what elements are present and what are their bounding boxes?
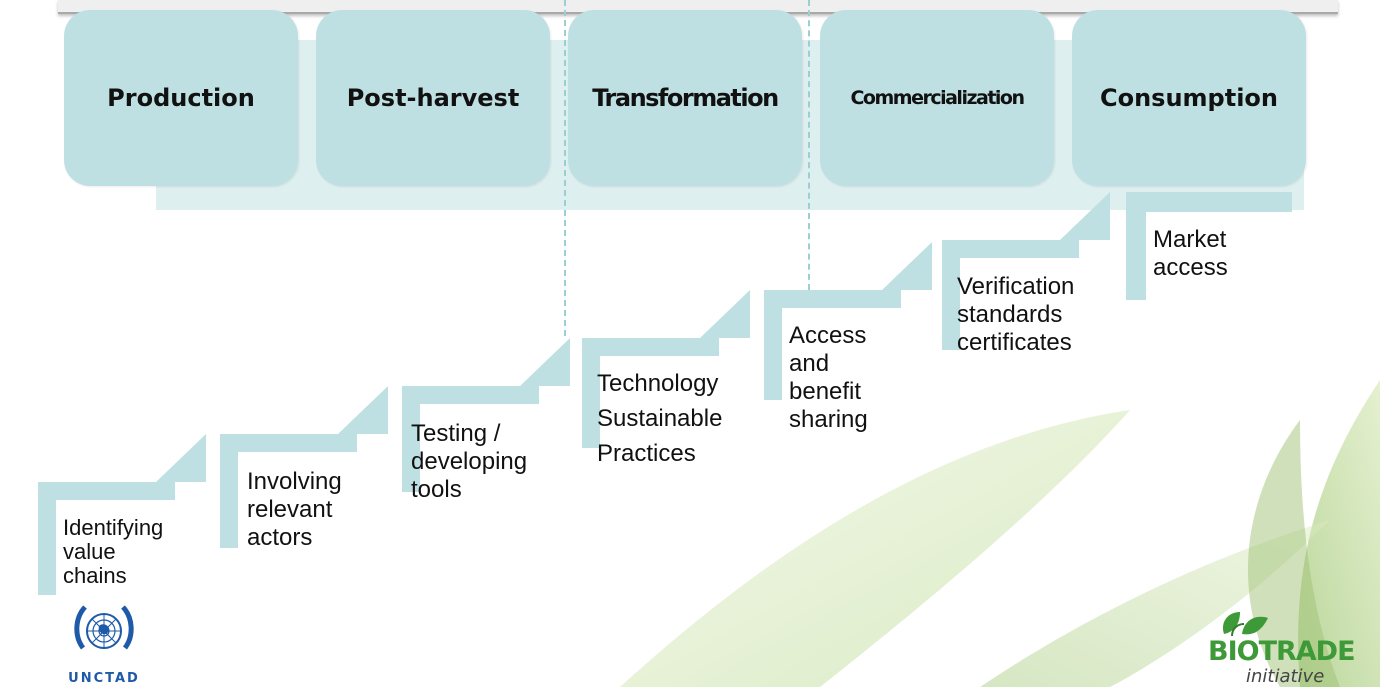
step-arrow-4: [582, 290, 750, 448]
step-arrow-7: [1126, 192, 1292, 300]
divider-dashed-2: [808, 0, 810, 290]
stage-label: Consumption: [1099, 84, 1279, 112]
step-label-involving-relevant-actors: Involving relevant actors: [247, 468, 342, 551]
unctad-logo: UNCTAD: [56, 598, 152, 687]
stage-label: Production: [107, 84, 255, 112]
divider-dashed-1: [564, 0, 566, 336]
step-arrow-6: [942, 192, 1110, 350]
stage-label: Transformation: [592, 84, 779, 112]
leaf-shape-2: [1298, 380, 1380, 687]
leaves-icon: [1222, 612, 1268, 637]
leaf-shape-4: [1247, 420, 1340, 687]
biotrade-wordmark: BIOTRADE: [1208, 636, 1356, 667]
step-arrow-1: [38, 434, 206, 595]
step-label-technology-sustainable-practices: Technology Sustainable Practices: [597, 370, 723, 467]
stage-label: Post-harvest: [346, 84, 520, 112]
step-label-verification-standards-certificates: Verification standards certificates: [957, 273, 1075, 356]
step-label-testing-developing-tools: Testing / developing tools: [411, 420, 528, 503]
stage-consumption: Consumption: [1072, 10, 1306, 186]
stage-transformation: Transformation: [568, 10, 802, 186]
unctad-wordmark: UNCTAD: [68, 671, 140, 686]
step-label-access-benefit-sharing: Access and benefit sharing: [789, 322, 868, 433]
leaf-shape-3: [980, 520, 1330, 687]
step-label-market-access: Market access: [1153, 226, 1228, 281]
stage-post-harvest: Post-harvest: [316, 10, 550, 186]
un-emblem-icon: [74, 605, 134, 650]
step-arrow-5: [764, 242, 932, 400]
biotrade-subtitle: initiative: [1246, 666, 1325, 687]
step-label-identifying-value-chains: Identifying value chains: [63, 515, 164, 588]
step-arrow-3: [402, 338, 570, 492]
leaf-shape-1: [620, 410, 1130, 687]
stage-label: Commercialization: [850, 87, 1025, 109]
biotrade-logo: BIOTRADE initiative: [1200, 612, 1356, 687]
step-arrow-2: [220, 386, 388, 548]
stage-production: Production: [64, 10, 298, 186]
stage-commercialization: Commercialization: [820, 10, 1054, 186]
